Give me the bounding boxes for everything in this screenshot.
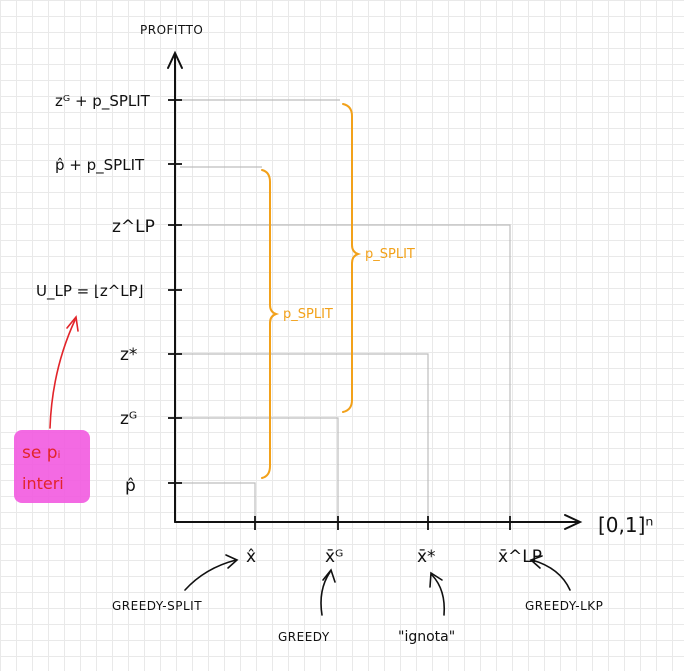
arrow-greedy-split-head-icon — [225, 554, 239, 569]
guide-p-hat — [180, 482, 256, 521]
arrow-greedy-icon — [320, 571, 331, 616]
label-z-g-plus-split: zᴳ + p_SPLIT — [55, 92, 151, 111]
arrow-greedy-lkp-icon — [531, 559, 571, 591]
x-ticks — [254, 516, 511, 530]
brace-inner-label: p_SPLIT — [283, 307, 333, 322]
axes — [167, 50, 583, 530]
arrow-greedy-lkp-head-icon — [529, 555, 543, 569]
label-z-star: z* — [120, 345, 137, 365]
guide-z-lp — [180, 224, 511, 521]
caption-ignota: "ignota" — [398, 629, 455, 645]
brace-outer-label: p_SPLIT — [365, 247, 415, 262]
brace-outer-icon — [342, 103, 362, 413]
note-line-1: se pᵢ — [22, 443, 61, 463]
label-x-bar-lp: x̄^LP — [498, 547, 542, 567]
caption-greedy-lkp: GREEDY-LKP — [525, 599, 603, 613]
label-u-lp: U_LP = ⌊z^LP⌋ — [36, 282, 144, 301]
label-x-bar-star: x̄* — [417, 547, 436, 567]
note-arrow-line-icon — [49, 319, 76, 429]
label-x-bar-g: x̄ᴳ — [325, 547, 343, 567]
arrow-greedy-split-icon — [184, 559, 237, 591]
caption-greedy: GREEDY — [278, 630, 330, 644]
note-arrow — [49, 315, 79, 429]
arrow-ignota-icon — [431, 574, 446, 616]
y-axis-label: PROFITTO — [140, 23, 203, 37]
braces — [261, 103, 362, 479]
y-ticks — [168, 99, 182, 484]
label-z-lp: z^LP — [112, 217, 155, 237]
label-p-hat: p̂ — [125, 476, 136, 496]
note-highlight — [14, 430, 90, 503]
caption-greedy-split: GREEDY-SPLIT — [112, 599, 202, 613]
brace-inner-icon — [261, 169, 280, 479]
label-z-g: zᴳ — [120, 409, 137, 429]
arrow-ignota-head-icon — [429, 571, 443, 588]
label-p-hat-plus-split: p̂ + p_SPLIT — [55, 156, 145, 175]
label-x-hat: x̂ — [246, 547, 256, 567]
arrow-greedy-head-icon — [322, 568, 336, 583]
x-axis-label: [0,1]ⁿ — [598, 513, 653, 537]
y-axis-arrow — [167, 50, 183, 69]
guide-z-star — [180, 353, 429, 521]
note-line-2: interi — [22, 474, 64, 493]
x-axis-arrow — [564, 514, 583, 530]
guide-lines — [180, 99, 511, 521]
caption-arrows — [184, 554, 571, 616]
note-arrow-head-icon — [66, 315, 79, 332]
guide-z-g — [180, 417, 339, 521]
